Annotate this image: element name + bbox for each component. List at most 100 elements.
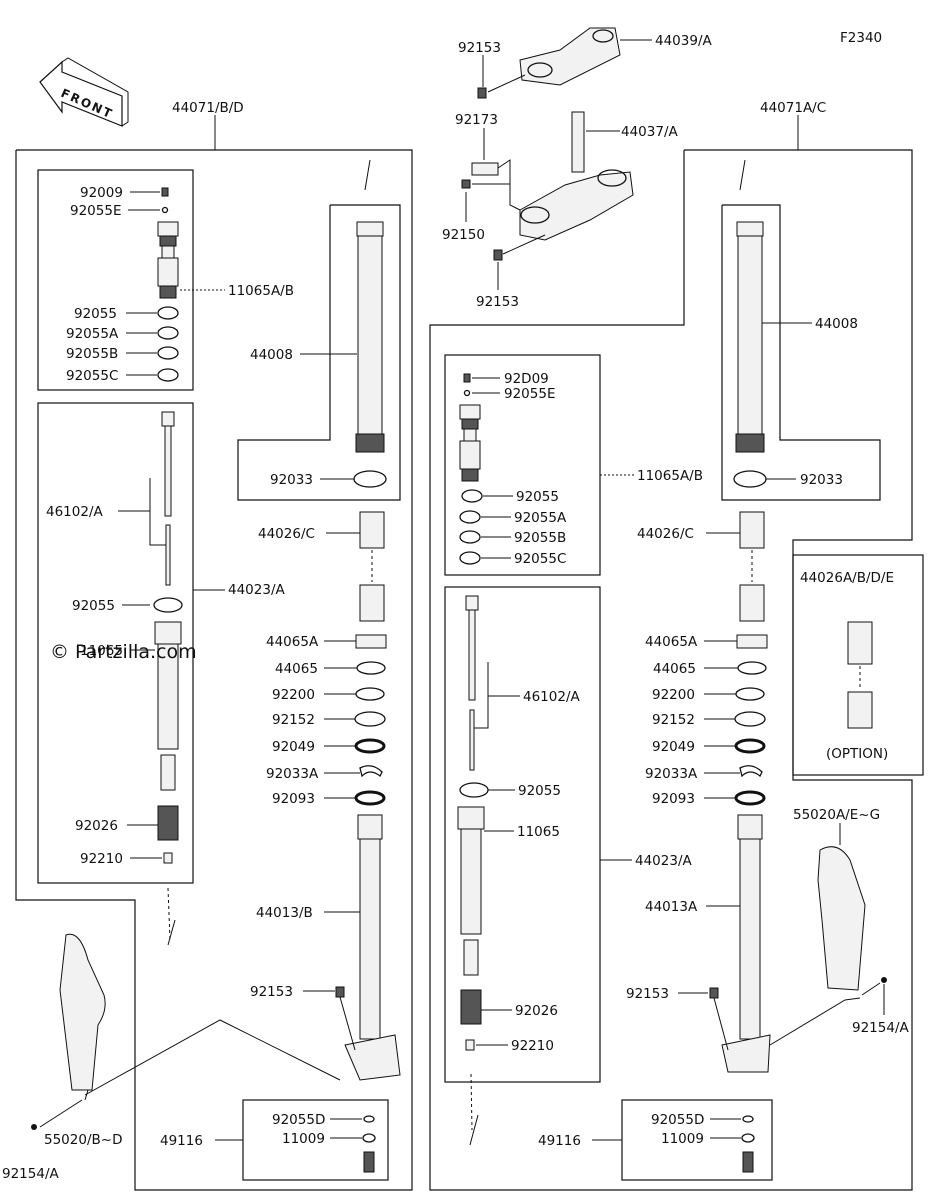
label-r-92093: 92093: [652, 791, 695, 807]
label-m-92055E: 92055E: [504, 386, 555, 402]
label-r-92152: 92152: [652, 712, 695, 728]
mid-damper-rod: [465, 595, 479, 771]
label-m-44023A: 44023/A: [635, 853, 692, 869]
label-11065: 11065: [80, 643, 123, 659]
option-label: (OPTION): [826, 746, 888, 762]
label-r-44026C: 44026/C: [637, 526, 694, 542]
left-inner-tube-box: [237, 204, 401, 501]
right-inner-tube-box: [721, 204, 881, 501]
label-92055A: 92055A: [66, 326, 119, 342]
label-r-92033A: 92033A: [645, 766, 698, 782]
label-m-46102A: 46102/A: [523, 689, 580, 705]
label-92033A: 92033A: [266, 766, 319, 782]
label-r-44008: 44008: [815, 316, 858, 332]
damper-rod: [161, 411, 175, 586]
label-m-92055A: 92055A: [514, 510, 567, 526]
label-44037A: 44037/A: [621, 124, 678, 140]
left-cartridge-kit-box: [37, 169, 194, 391]
left-outer-tube: [344, 814, 401, 1081]
front-arrow-icon: FRONT: [39, 57, 129, 127]
cable-clamp: [471, 162, 499, 176]
label-92210: 92210: [80, 851, 123, 867]
label-44071AC: 44071A/C: [760, 100, 826, 116]
label-44065: 44065: [275, 661, 318, 677]
label-44023A: 44023/A: [228, 582, 285, 598]
label-11065AB: 11065A/B: [228, 283, 294, 299]
label-r-92055D: 92055D: [651, 1112, 704, 1128]
label-92055: 92055: [74, 306, 117, 322]
label-92049: 92049: [272, 739, 315, 755]
label-m-92210: 92210: [511, 1038, 554, 1054]
mid-cartridge-kit-box: [444, 354, 601, 576]
label-r-44065: 44065: [653, 661, 696, 677]
label-55020BD: 55020/B~D: [44, 1132, 122, 1148]
damper-cylinder: [154, 621, 182, 841]
label-m-92026: 92026: [515, 1003, 558, 1019]
label-r-92153: 92153: [626, 986, 669, 1002]
label-m-49116: 49116: [538, 1133, 581, 1149]
watermark: © Partzilla.com: [50, 641, 197, 663]
right-inner-tube: [735, 221, 765, 453]
upper-triple-clamp: [519, 27, 621, 86]
label-44008: 44008: [250, 347, 293, 363]
label-92200: 92200: [272, 687, 315, 703]
label-92033: 92033: [270, 472, 313, 488]
label-r-92033: 92033: [800, 472, 843, 488]
mid-damper-cylinder: [457, 806, 485, 1025]
label-m-92055-2: 92055: [518, 783, 561, 799]
label-m-11065AB: 11065A/B: [637, 468, 703, 484]
label-92026: 92026: [75, 818, 118, 834]
label-m-92055: 92055: [516, 489, 559, 505]
label-92154A: 92154/A: [2, 1166, 59, 1182]
cartridge-valve: [157, 221, 179, 299]
left-fork-guard: [59, 933, 106, 1091]
label-44065A: 44065A: [266, 634, 319, 650]
label-r-92200: 92200: [652, 687, 695, 703]
label-44026ABDE: 44026A/B/D/E: [800, 570, 894, 586]
label-m-92055B: 92055B: [514, 530, 566, 546]
label-92055C: 92055C: [66, 368, 118, 384]
label-r-11009: 11009: [661, 1131, 704, 1147]
label-44026C: 44026/C: [258, 526, 315, 542]
left-fork-spring: [359, 511, 385, 622]
label-m-92055C: 92055C: [514, 551, 566, 567]
label-m-92009: 92D09: [504, 371, 549, 387]
label-r-92154A: 92154/A: [852, 1020, 909, 1036]
label-m-11065: 11065: [517, 824, 560, 840]
label-92153-bottom: 92153: [476, 294, 519, 310]
left-fork-outline: [15, 149, 413, 1191]
label-r-44065A: 44065A: [645, 634, 698, 650]
label-49116: 49116: [160, 1133, 203, 1149]
label-r-92049: 92049: [652, 739, 695, 755]
right-fork-guard: [817, 846, 866, 991]
left-inner-tube: [355, 221, 385, 453]
option-spring: [847, 621, 873, 729]
lower-triple-clamp: [519, 111, 634, 241]
label-11009: 11009: [282, 1131, 325, 1147]
label-92173: 92173: [455, 112, 498, 128]
mid-damper-box: [444, 586, 601, 1083]
label-92055E: 92055E: [70, 203, 121, 219]
right-fork-outline: [429, 149, 913, 1191]
label-44039A: 44039/A: [655, 33, 712, 49]
right-fork-spring: [739, 511, 765, 622]
label-92153: 92153: [250, 984, 293, 1000]
label-r-44013A: 44013A: [645, 899, 698, 915]
label-92055D: 92055D: [272, 1112, 325, 1128]
option-spring-box: [792, 554, 924, 776]
label-44071-b-d: 44071/B/D: [172, 100, 244, 116]
label-92093: 92093: [272, 791, 315, 807]
diagram-code: F2340: [840, 30, 882, 46]
label-92055-2: 92055: [72, 598, 115, 614]
label-92153-top: 92153: [458, 40, 501, 56]
label-92055B: 92055B: [66, 346, 118, 362]
mid-cartridge-valve: [459, 404, 481, 482]
label-92150: 92150: [442, 227, 485, 243]
label-92009: 92009: [80, 185, 123, 201]
label-44013B: 44013/B: [256, 905, 313, 921]
label-55020AEG: 55020A/E~G: [793, 807, 880, 823]
right-outer-tube: [721, 814, 771, 1073]
label-46102A: 46102/A: [46, 504, 103, 520]
left-damper-box: [37, 402, 194, 884]
